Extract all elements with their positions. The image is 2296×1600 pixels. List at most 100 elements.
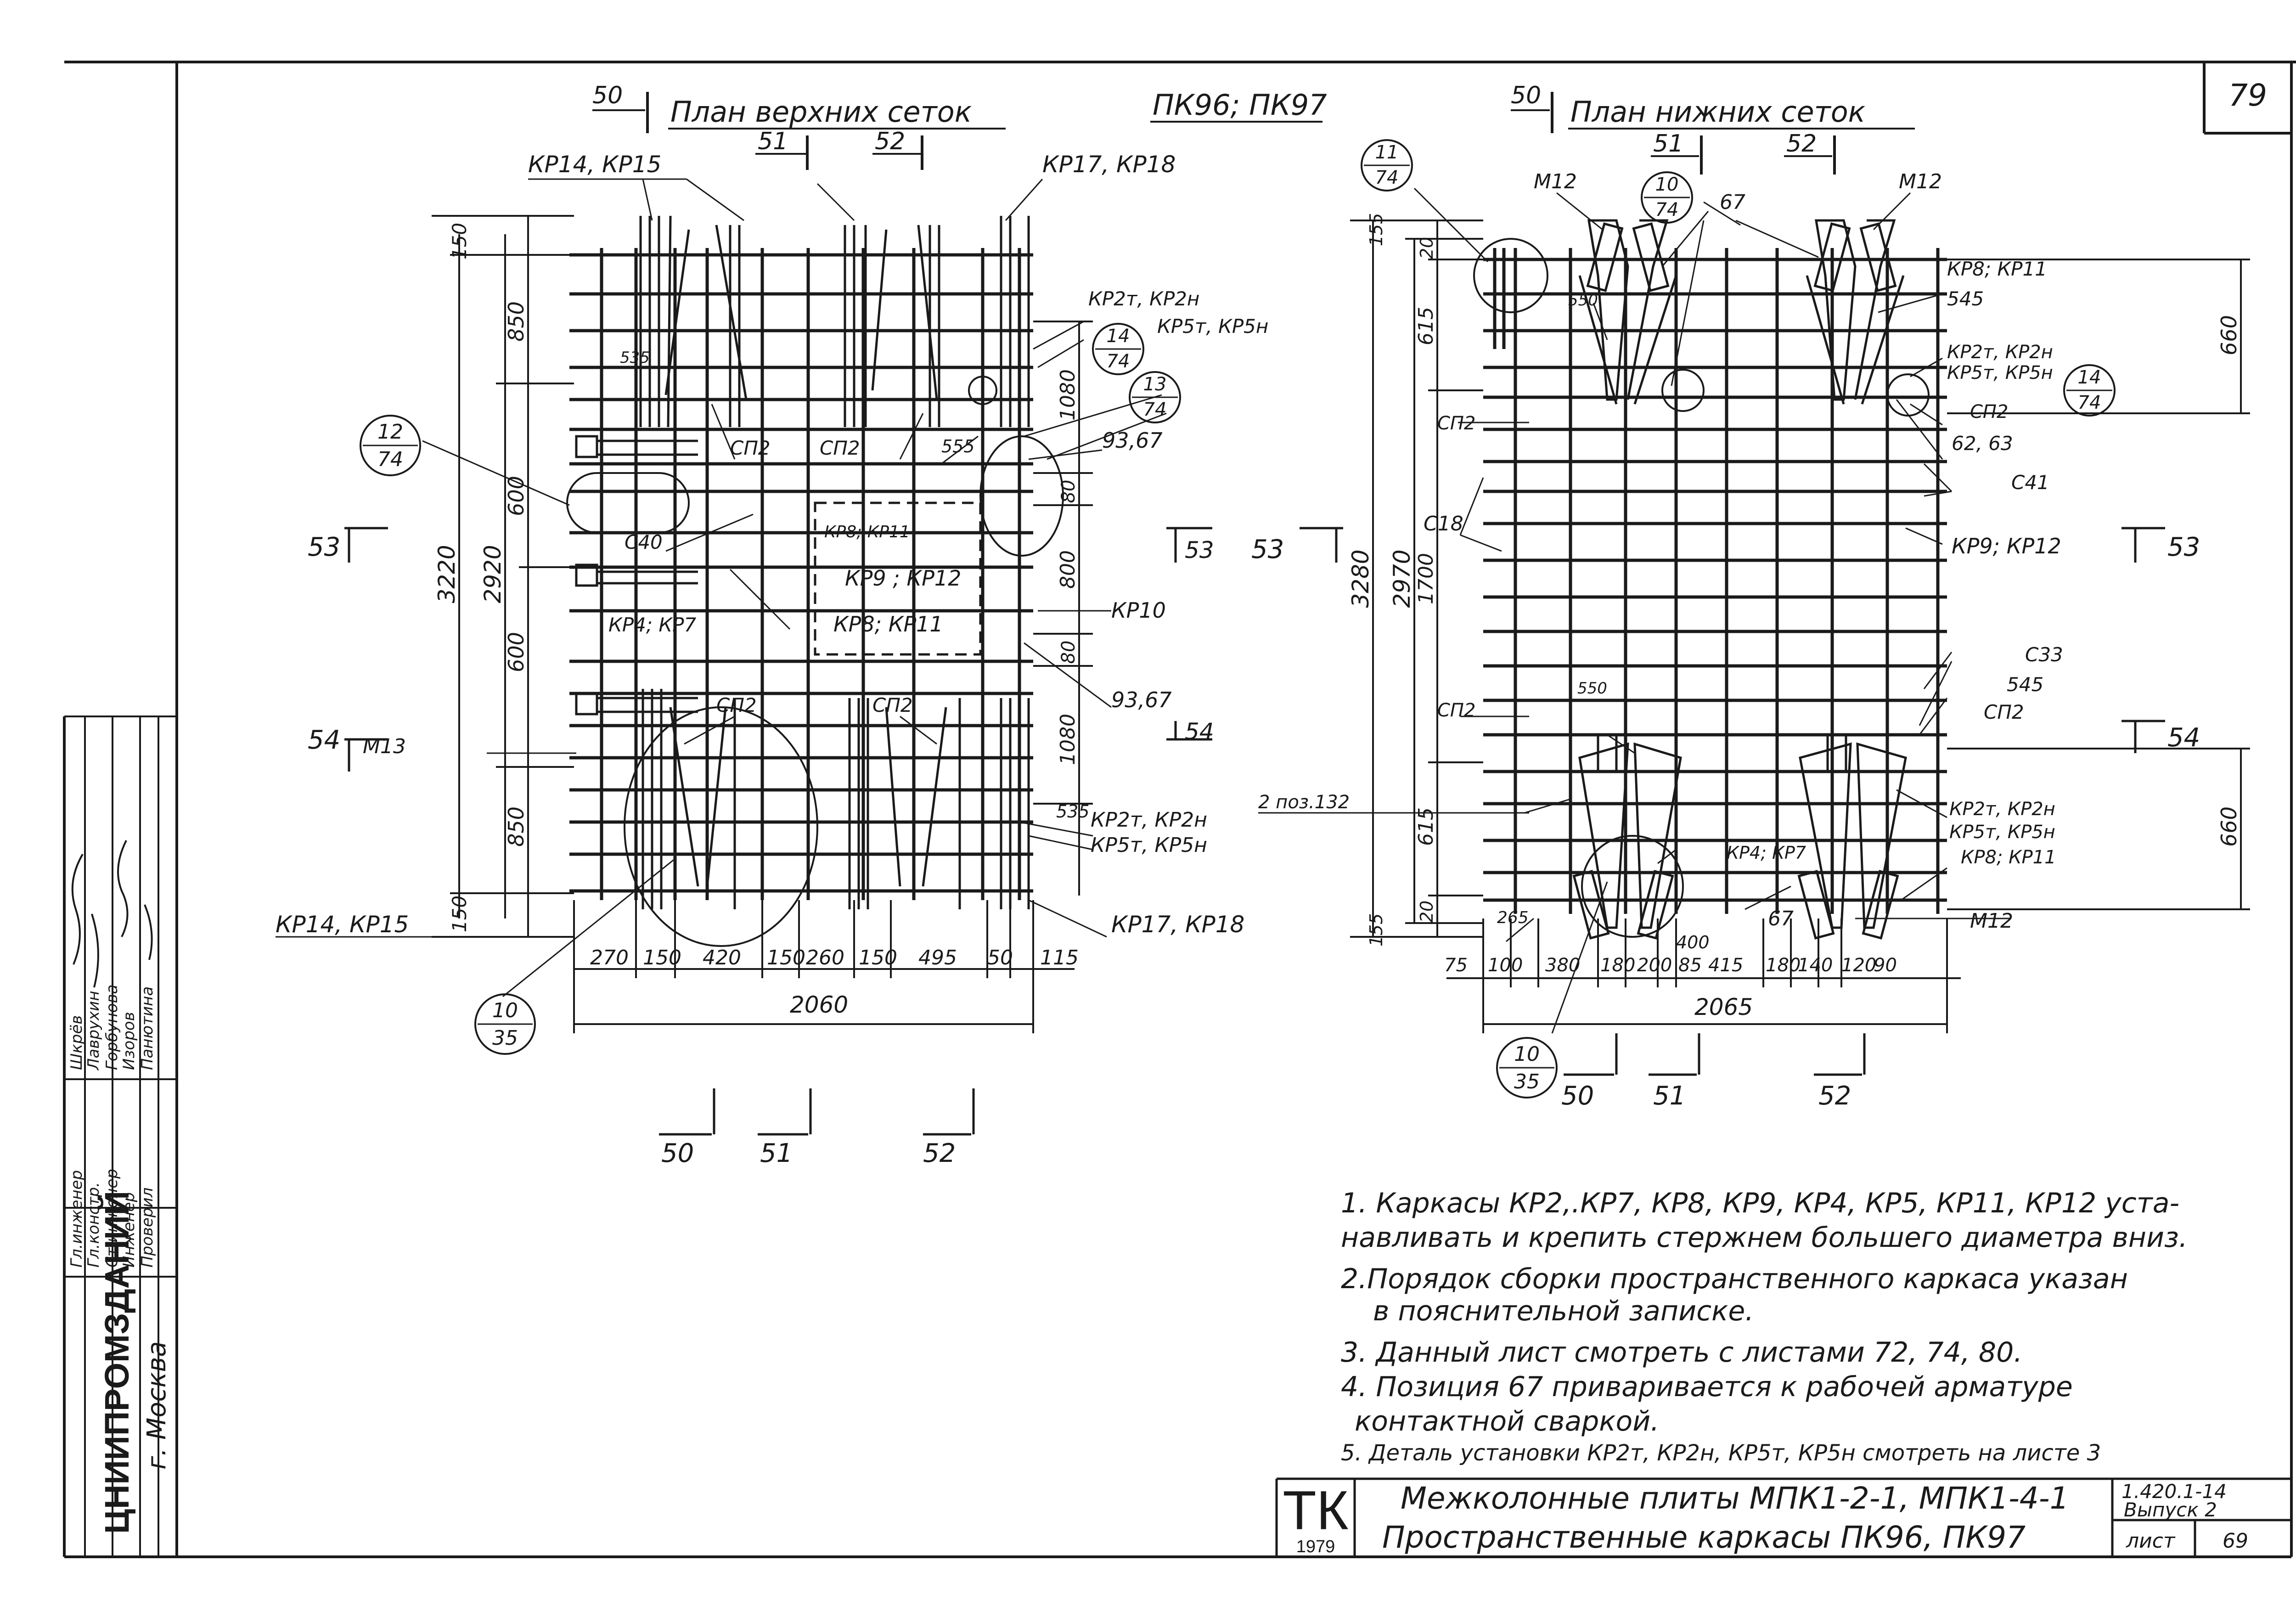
upper-label-c40: С40 — [625, 531, 663, 553]
lower-callout-11-74: 11 74 — [1361, 139, 1413, 192]
lower-label-545-top: 545 — [1947, 287, 1984, 310]
lower-dim-20a: 20 — [1417, 237, 1437, 259]
lower-label-c33: С33 — [2025, 643, 2063, 666]
upper-label-535-a: 535 — [620, 349, 650, 367]
lower-label-sp2-right-bot: СП2 — [1984, 701, 2024, 723]
lower-label-265: 265 — [1497, 908, 1529, 927]
signatures — [71, 840, 153, 988]
lower-section-50: 50 — [1511, 82, 1541, 109]
upper-bottom-section-marks — [659, 1088, 975, 1136]
svg-text:12: 12 — [377, 420, 403, 444]
lower-dim-b380: 380 — [1545, 955, 1580, 976]
lower-dim-b180b: 180 — [1766, 955, 1801, 976]
svg-text:35: 35 — [1514, 1070, 1540, 1093]
lower-label-m12-left: М12 — [1534, 170, 1577, 193]
upper-dim-b150b: 150 — [767, 946, 805, 969]
lower-label-kr8-11-bot: КР8; КР11 — [1961, 847, 2056, 868]
upper-side-section-marks — [344, 527, 1212, 772]
upper-label-535-b: 535 — [1056, 801, 1090, 822]
upper-rebar-grid — [569, 248, 1033, 900]
upper-dims-right — [1033, 321, 1093, 896]
svg-text:74: 74 — [1375, 167, 1399, 188]
svg-text:14: 14 — [1107, 326, 1130, 347]
lower-sec-53-right: 53 — [2167, 532, 2200, 562]
upper-section-51: 51 — [758, 128, 788, 155]
upper-label-sp2-a: СП2 — [730, 437, 771, 459]
upper-label-555: 555 — [941, 436, 975, 456]
upper-callout-12-74: 12 74 — [360, 415, 421, 476]
lower-v-cages — [1572, 219, 1907, 940]
org-city: г. Москва — [142, 1341, 172, 1470]
svg-text:ТК: ТК — [1283, 1480, 1348, 1541]
upper-bsec-50: 50 — [661, 1138, 694, 1168]
lower-label-kr4-7: КР4; КР7 — [1727, 843, 1806, 863]
lower-label-m12-right: М12 — [1899, 170, 1942, 193]
upper-label-kr14-bot: КР14, КР15 — [276, 911, 409, 938]
lower-label-kr2-bot: КР2т, КР2н — [1949, 799, 2055, 820]
upper-dim-b150a: 150 — [643, 946, 681, 969]
upper-m13-plates — [575, 435, 698, 715]
upper-dim-b420: 420 — [703, 946, 741, 969]
stamp-name-2: Лаврухин — [84, 991, 103, 1071]
svg-text:74: 74 — [377, 448, 403, 471]
upper-label-kr8-11-b: КР8; КР11 — [833, 612, 943, 637]
lower-dim-b85: 85 — [1678, 955, 1702, 976]
kr8-kr11-zone — [814, 501, 982, 656]
upper-callout-14-74: 14 74 — [1092, 323, 1144, 375]
stamp-name-5: Панютина — [138, 986, 157, 1070]
lower-label-400: 400 — [1676, 932, 1710, 952]
lower-label-kr5-top: КР5т, КР5н — [1947, 362, 2053, 383]
lower-dim-615b: 615 — [1414, 807, 1438, 846]
lower-label-67-bot: 67 — [1768, 907, 1794, 930]
lower-label-kr9-12: КР9; КР12 — [1952, 534, 2061, 558]
svg-text:10: 10 — [492, 999, 518, 1022]
upper-label-kr9-12: КР9 ; КР12 — [845, 566, 961, 591]
upper-label-kr4-7: КР4; КР7 — [608, 614, 697, 636]
upper-dim-3220: 3220 — [433, 545, 460, 603]
upper-sec-54-right: 54 — [1185, 718, 1214, 745]
note-line-4: в пояснительной записке. — [1373, 1295, 1754, 1327]
upper-cages-bottom — [642, 689, 1030, 909]
org-stamp: ЦНИИПРОМЗДАНИЙ г. Москва Гл.инженер Гл.к… — [64, 715, 177, 1557]
upper-label-kr17-top: КР17, КР18 — [1042, 151, 1176, 178]
upper-section-52: 52 — [875, 128, 905, 155]
lower-dims-left — [1350, 220, 1483, 938]
lower-label-kr2-top: КР2т, КР2н — [1947, 342, 2053, 363]
lower-bsec-50: 50 — [1561, 1081, 1594, 1111]
lower-label-67-top: 67 — [1720, 191, 1745, 214]
lower-detail-circles — [1473, 238, 1930, 938]
lower-dim-b100: 100 — [1488, 955, 1523, 976]
lower-side-section-marks — [1300, 527, 2165, 753]
lower-plan-title: План нижних сеток — [1570, 95, 1866, 129]
upper-label-kr5-bot: КР5т, КР5н — [1091, 834, 1207, 857]
stamp-role-2: Гл.констр. — [84, 1182, 103, 1268]
upper-dims-left — [432, 215, 574, 938]
sheet-number-top: 79 — [2228, 78, 2267, 113]
upper-dim-1080b: 1080 — [1056, 714, 1080, 765]
lower-bottom-section-marks — [1564, 1033, 1866, 1076]
lower-dim-b120: 120 — [1841, 955, 1876, 976]
title-line-1: Межколонные плиты МПК1-2-1, МПК1-4-1 — [1401, 1481, 2069, 1516]
svg-text:13: 13 — [1143, 374, 1167, 395]
title-sheet-label: лист — [2126, 1529, 2176, 1553]
upper-leaders — [276, 178, 1167, 997]
upper-bsec-51: 51 — [760, 1138, 793, 1168]
stamp-role-4: Инженер — [120, 1192, 138, 1268]
sheet-frame — [63, 61, 2296, 1558]
upper-dim-80a: 80 — [1058, 480, 1079, 503]
lower-rebar-grid — [1483, 248, 1947, 914]
svg-text:74: 74 — [1655, 199, 1679, 220]
note-line-5: 3. Данный лист смотреть с листами 72, 74… — [1341, 1336, 2022, 1369]
svg-text:74: 74 — [1107, 351, 1130, 372]
stamp-name-3: Горбунова — [103, 985, 121, 1070]
upper-section-50: 50 — [592, 82, 623, 109]
upper-label-sp2-d: СП2 — [872, 694, 913, 716]
upper-dim-b270: 270 — [590, 946, 629, 969]
title-issue: Выпуск 2 — [2124, 1499, 2217, 1521]
lower-label-545-bot: 545 — [2007, 673, 2043, 696]
frame-mark: ПК96; ПК97 — [1153, 88, 1327, 122]
lower-dim-3280: 3280 — [1347, 549, 1374, 608]
title-sheet-no: 69 — [2223, 1529, 2248, 1553]
upper-label-sp2-b: СП2 — [820, 437, 860, 459]
